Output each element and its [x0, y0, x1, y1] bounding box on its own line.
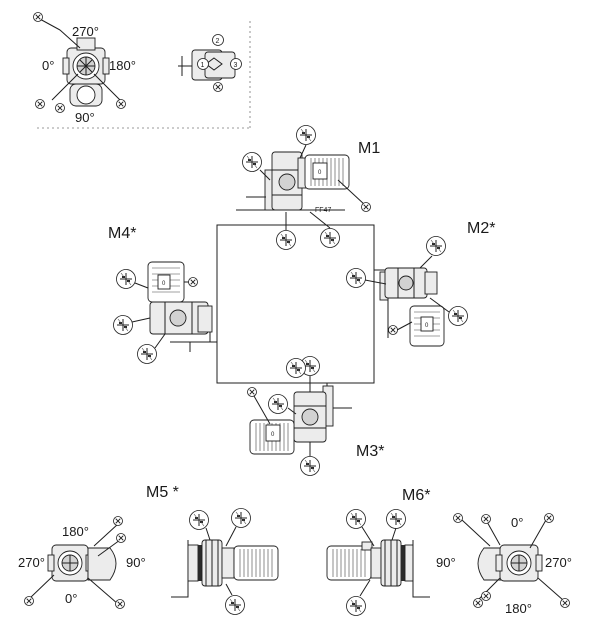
position-m6-face: 0° 90° 270° 180° M6*	[402, 487, 572, 616]
position-m1: FF47 0 M1	[236, 125, 380, 250]
terminal-mark-3: 3	[234, 62, 238, 69]
m6-angle-bottom: 180°	[505, 601, 532, 616]
terminal-mark-2: 2	[216, 38, 220, 45]
motor-mark-m1: 0	[318, 170, 322, 176]
model-label: FF47	[315, 207, 331, 214]
position-m2: 0 M2*	[346, 220, 495, 347]
motor-mark-m4: 0	[162, 281, 166, 287]
label-m5: M5 *	[146, 484, 179, 501]
position-m4: 0 M4*	[108, 225, 217, 364]
label-m1: M1	[358, 140, 380, 157]
m5-angle-top: 180°	[62, 524, 89, 539]
legend-angle-right: 180°	[109, 58, 136, 73]
terminal-mark-1: 1	[201, 62, 205, 69]
label-m2: M2*	[467, 220, 495, 237]
m6-angle-left: 90°	[436, 555, 456, 570]
m6-angle-right: 270°	[545, 555, 572, 570]
legend-angle-top: 270°	[72, 24, 99, 39]
m5-angle-right: 90°	[126, 555, 146, 570]
label-m6: M6*	[402, 487, 430, 504]
legend-terminal-view: 2 1 3	[178, 34, 242, 92]
legend-area: 270° 0° 180° 90° 2 1 3	[33, 12, 251, 129]
legend-angle-bottom: 90°	[75, 110, 95, 125]
m6-angle-top: 0°	[511, 515, 523, 530]
m5-angle-bottom: 0°	[65, 591, 77, 606]
legend-gear-face	[37, 17, 121, 107]
legend-angle-left: 0°	[42, 58, 54, 73]
m5-angle-left: 270°	[18, 555, 45, 570]
position-m5-face: 180° 270° 90° 0° M5 *	[18, 484, 179, 609]
motor-mark-m2: 0	[425, 323, 429, 329]
motor-mark-m3: 0	[271, 432, 275, 438]
position-m3: 0 M3*	[247, 356, 384, 476]
position-m5-side	[171, 508, 279, 615]
position-m6-side	[326, 509, 430, 616]
legend-frame	[37, 20, 251, 129]
label-m4: M4*	[108, 225, 136, 242]
label-m3: M3*	[356, 443, 384, 460]
mounting-frame-box	[216, 224, 375, 384]
